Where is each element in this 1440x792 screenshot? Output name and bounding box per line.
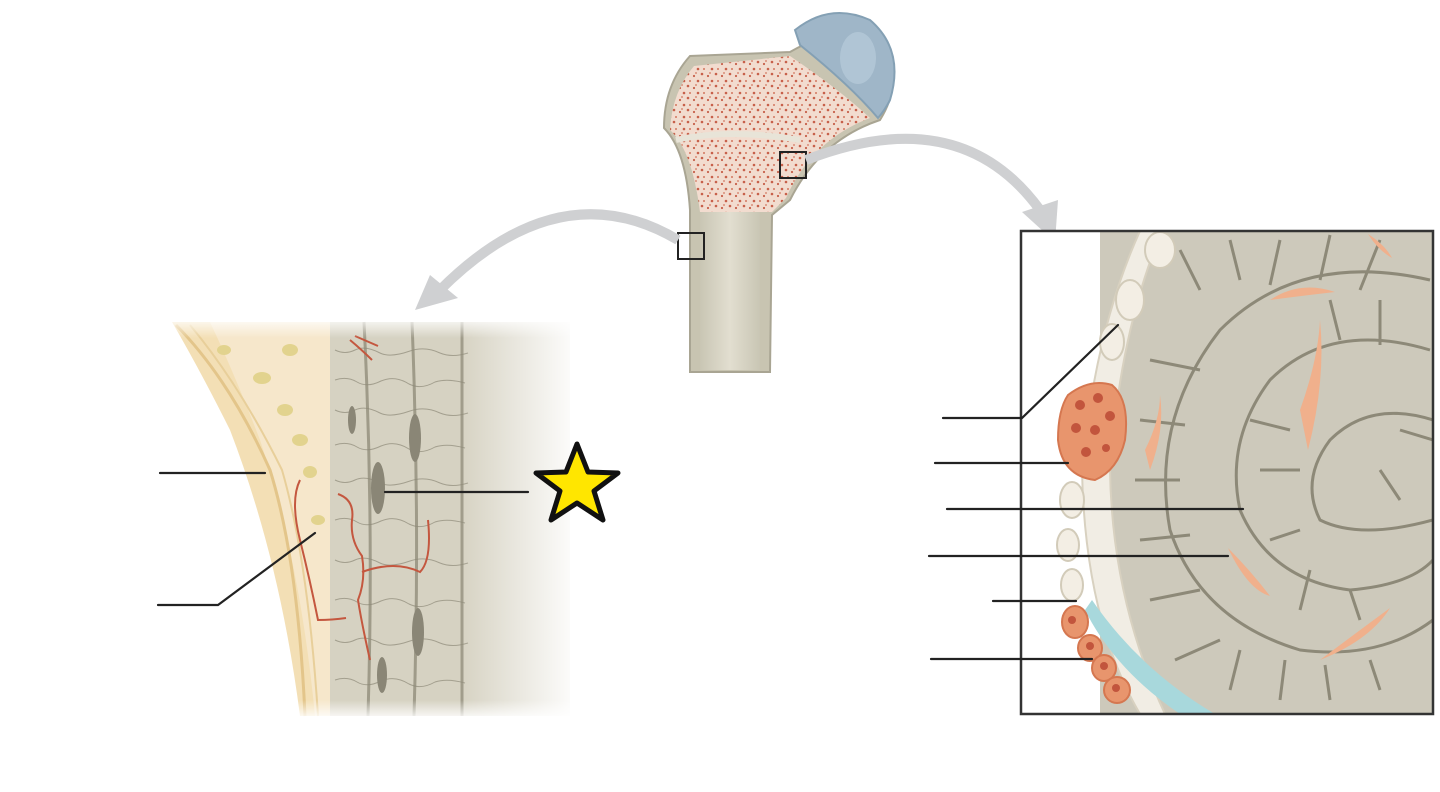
spongy-zoom-box	[779, 151, 807, 179]
label-line-2	[156, 531, 317, 607]
endosteum-layer	[1085, 600, 1215, 714]
osteoclast	[1056, 382, 1128, 482]
star-icon	[533, 441, 621, 523]
femur-illustration	[662, 11, 896, 373]
spongy-label-lines	[927, 323, 1245, 661]
zoom-arrow-right	[804, 133, 1058, 242]
spongy-panel-frame	[1019, 229, 1435, 716]
compact-zoom-box	[677, 232, 705, 260]
zoom-arrow-left	[415, 209, 681, 310]
compact-label-lines	[156, 471, 530, 607]
compact-bone-panel	[160, 316, 580, 720]
trabecular-lines	[1135, 234, 1433, 701]
marrow-spaces	[1145, 234, 1392, 660]
spongy-bone-panel	[1019, 229, 1435, 716]
label-line-3	[941, 323, 1120, 420]
osteocyte-lacunae	[348, 406, 424, 693]
